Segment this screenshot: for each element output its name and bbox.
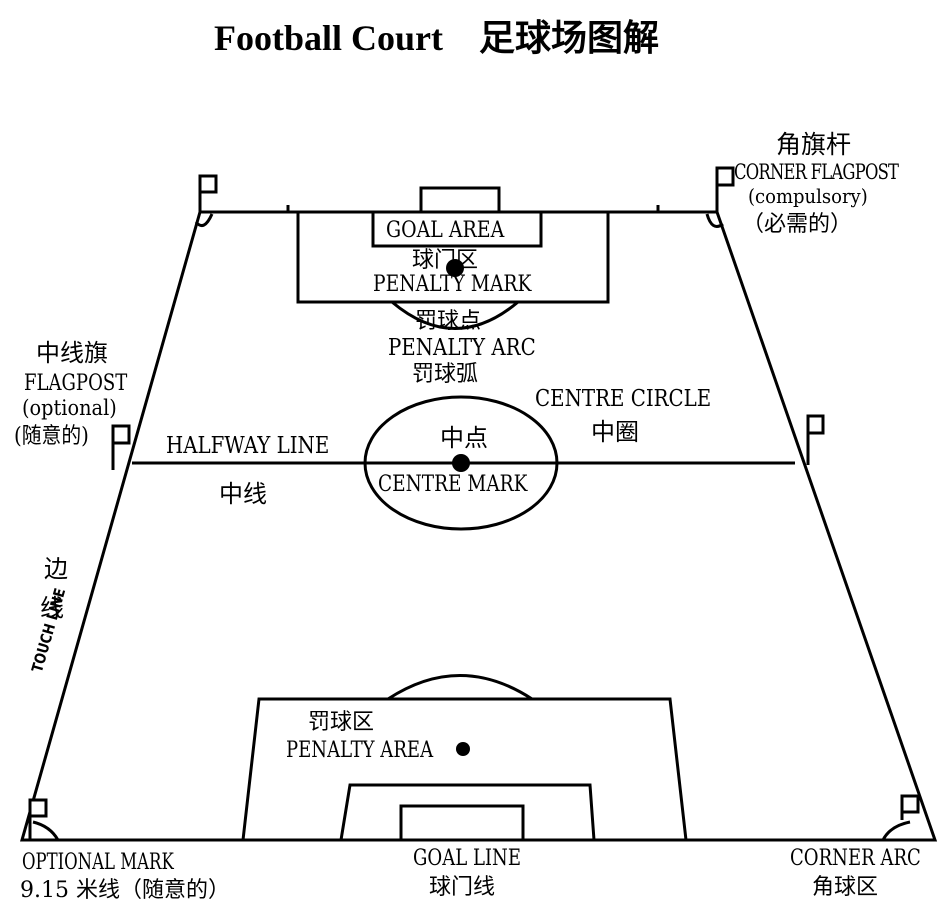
- corner-flagpost-label-en: CORNER FLAGPOST: [734, 160, 899, 184]
- corner-arc-top-left: [194, 213, 214, 228]
- centre-circle: [363, 395, 559, 531]
- penalty-arc-label-en: PENALTY ARC: [388, 335, 536, 361]
- corner-arc-bottom-left: [32, 820, 60, 841]
- corner-flagpost-label-cn: 角旗杆: [776, 130, 852, 159]
- bottom-penalty-arc: [387, 674, 533, 701]
- penalty-area-label-en: PENALTY AREA: [286, 738, 434, 763]
- halfway-flag-note-en: (optional): [22, 396, 117, 420]
- goal-line-label-cn: 球门线: [429, 875, 496, 900]
- top-penalty-arc: [391, 300, 519, 330]
- corner-flag-top-right: [715, 166, 735, 187]
- corner-arc-top-right: [705, 213, 724, 228]
- goal-line-label-en: GOAL LINE: [413, 846, 522, 871]
- optional-mark-label-en: OPTIONAL MARK: [22, 850, 174, 875]
- top-goal-area: [371, 212, 543, 248]
- bottom-penalty-mark: [456, 742, 470, 756]
- corner-arc-label-en: CORNER ARC: [790, 846, 921, 871]
- optional-mark-label-cn: 9.15 米线（随意的）: [20, 878, 230, 903]
- top-goal: [419, 186, 501, 214]
- halfway-flag-label-cn: 中线旗: [36, 339, 108, 367]
- pitch-outline: [20, 210, 938, 842]
- penalty-mark-label-cn: 罚球点: [415, 309, 482, 334]
- centre-mark: [452, 454, 470, 472]
- penalty-area-label-cn: 罚球区: [308, 710, 375, 735]
- halfway-flag-note-cn: (随意的): [14, 424, 89, 449]
- bottom-goal: [399, 804, 525, 842]
- halfway-line-label-cn: 中线: [219, 480, 267, 508]
- corner-arc-bottom-right: [881, 820, 911, 841]
- corner-flag-top-left: [198, 174, 218, 194]
- corner-arc-label-cn: 角球区: [812, 875, 879, 900]
- halfway-flag-right: [806, 414, 825, 435]
- goal-area-label-cn: 球门区: [412, 248, 479, 273]
- centre-mark-label-en: CENTRE MARK: [378, 472, 528, 497]
- centre-circle-label-en: CENTRE CIRCLE: [535, 386, 712, 412]
- corner-flagpost-note-en: (compulsory): [748, 184, 868, 208]
- halfway-flag-label-en: FLAGPOST: [24, 371, 128, 396]
- page-title: Football Court 足球场图解: [214, 18, 659, 58]
- penalty-mark-label-en: PENALTY MARK: [373, 272, 532, 297]
- bottom-penalty-area: [241, 697, 688, 841]
- top-penalty-mark: [446, 259, 464, 277]
- corner-flagpost-note-cn: （必需的）: [742, 212, 853, 237]
- centre-mark-label-cn: 中点: [440, 424, 488, 452]
- goal-area-label-en: GOAL AREA: [386, 218, 505, 243]
- halfway-line-label-en: HALFWAY LINE: [166, 433, 330, 459]
- corner-flag-bottom-left: [28, 798, 48, 818]
- penalty-arc-label-cn: 罚球弧: [412, 362, 479, 387]
- bottom-goal-area: [339, 783, 596, 841]
- halfway-flag-left: [111, 424, 131, 445]
- corner-flag-bottom-right: [900, 794, 920, 814]
- top-penalty-area: [296, 212, 610, 304]
- centre-circle-label-cn: 中圈: [591, 418, 639, 446]
- touch-line-label-cn-2: 线: [40, 594, 64, 622]
- touch-line-label-cn-1: 边: [44, 555, 68, 583]
